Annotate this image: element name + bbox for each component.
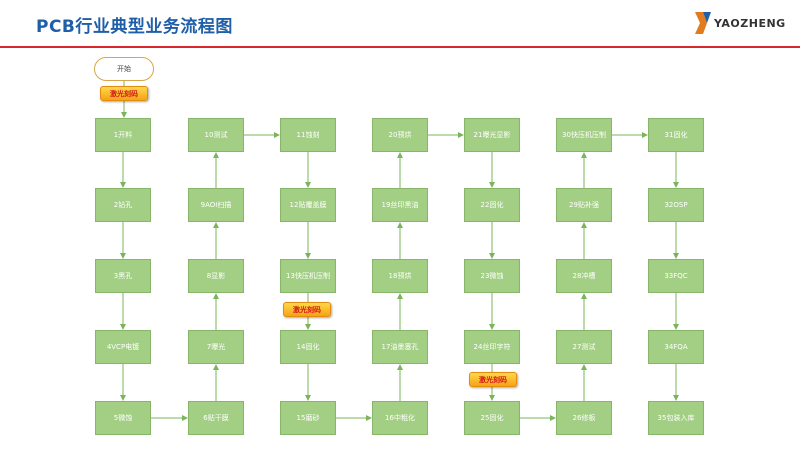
- process-step: 24丝印字符: [464, 330, 520, 364]
- process-step: 26修板: [556, 401, 612, 435]
- start-node: 开始: [94, 57, 154, 81]
- process-step: 14固化: [280, 330, 336, 364]
- process-step: 22固化: [464, 188, 520, 222]
- laser-code-badge: 激光刻码: [100, 86, 148, 101]
- process-step: 15磨砂: [280, 401, 336, 435]
- process-step: 27测试: [556, 330, 612, 364]
- header-divider: [0, 46, 800, 48]
- process-step: 29贴补强: [556, 188, 612, 222]
- process-step: 32OSP: [648, 188, 704, 222]
- process-step: 17油墨塞孔: [372, 330, 428, 364]
- process-step: 16中粗化: [372, 401, 428, 435]
- company-logo: YAOZHENG: [694, 10, 794, 36]
- process-step: 19丝印黑油: [372, 188, 428, 222]
- laser-code-badge: 激光刻码: [283, 302, 331, 317]
- process-step: 28冲槽: [556, 259, 612, 293]
- process-step: 7曝光: [188, 330, 244, 364]
- process-step: 1开料: [95, 118, 151, 152]
- process-step: 33FQC: [648, 259, 704, 293]
- process-step: 8显影: [188, 259, 244, 293]
- process-step: 12贴覆盖膜: [280, 188, 336, 222]
- page-title: PCB行业典型业务流程图: [36, 17, 233, 37]
- process-step: 34FQA: [648, 330, 704, 364]
- laser-code-badge: 激光刻码: [469, 372, 517, 387]
- process-step: 11蚀刻: [280, 118, 336, 152]
- process-step: 2钻孔: [95, 188, 151, 222]
- logo-text: YAOZHENG: [714, 17, 786, 30]
- logo-mark-icon: [695, 12, 711, 34]
- process-step: 6贴干膜: [188, 401, 244, 435]
- process-step: 9AOI扫描: [188, 188, 244, 222]
- process-step: 35包装入库: [648, 401, 704, 435]
- process-step: 25固化: [464, 401, 520, 435]
- process-step: 5微蚀: [95, 401, 151, 435]
- process-step: 4VCP电镀: [95, 330, 151, 364]
- process-step: 31固化: [648, 118, 704, 152]
- process-step: 23微蚀: [464, 259, 520, 293]
- process-step: 20预烘: [372, 118, 428, 152]
- process-step: 21曝光显影: [464, 118, 520, 152]
- process-step: 10测试: [188, 118, 244, 152]
- process-step: 30快压机压制: [556, 118, 612, 152]
- process-step: 3黑孔: [95, 259, 151, 293]
- process-step: 13快压机压制: [280, 259, 336, 293]
- process-step: 18预烘: [372, 259, 428, 293]
